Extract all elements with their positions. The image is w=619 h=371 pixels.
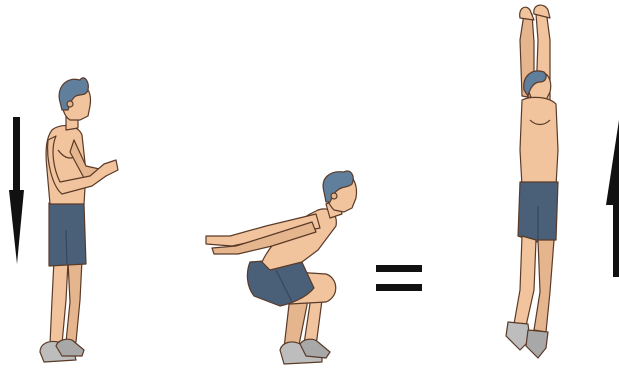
standing-figure	[40, 78, 118, 362]
jumping-figure	[506, 5, 558, 358]
up-arrow-icon	[606, 120, 619, 277]
down-arrow-icon	[9, 117, 24, 264]
squatting-figure	[206, 171, 357, 364]
equals-sign	[376, 265, 422, 291]
